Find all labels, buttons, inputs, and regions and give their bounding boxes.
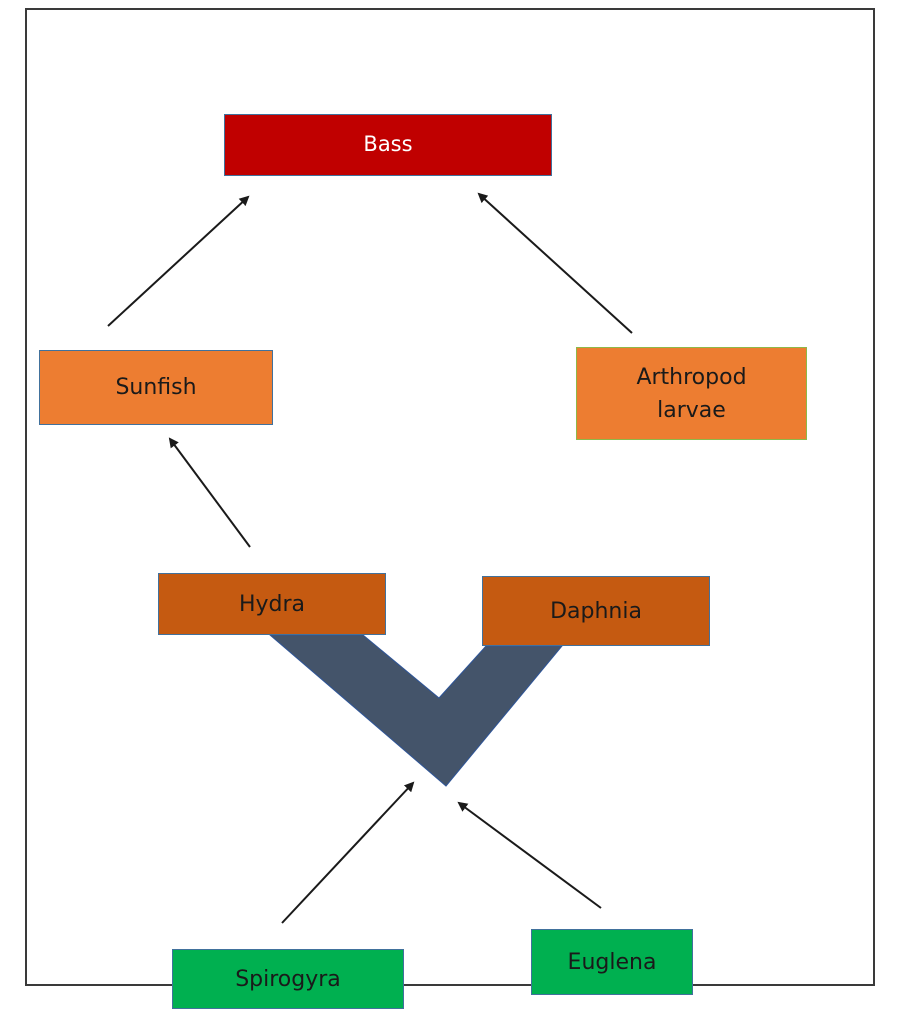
diagram-frame (25, 8, 875, 986)
node-euglena: Euglena (531, 929, 693, 995)
node-arthropod-larvae: Arthropod larvae (576, 347, 807, 440)
node-daphnia: Daphnia (482, 576, 710, 646)
arrow-hydra-to-sunfish (168, 437, 251, 548)
node-bass: Bass (224, 114, 552, 176)
arrow-sunfish-to-bass (107, 195, 250, 327)
node-sunfish: Sunfish (39, 350, 273, 425)
arrow-spirogyra-to-consumers (281, 781, 415, 924)
node-hydra: Hydra (158, 573, 386, 635)
node-spirogyra: Spirogyra (172, 949, 404, 1009)
hydra-daphnia-connector (268, 634, 564, 787)
arrow-arthropod-to-bass (477, 192, 633, 334)
arrow-euglena-to-consumers (457, 801, 602, 909)
